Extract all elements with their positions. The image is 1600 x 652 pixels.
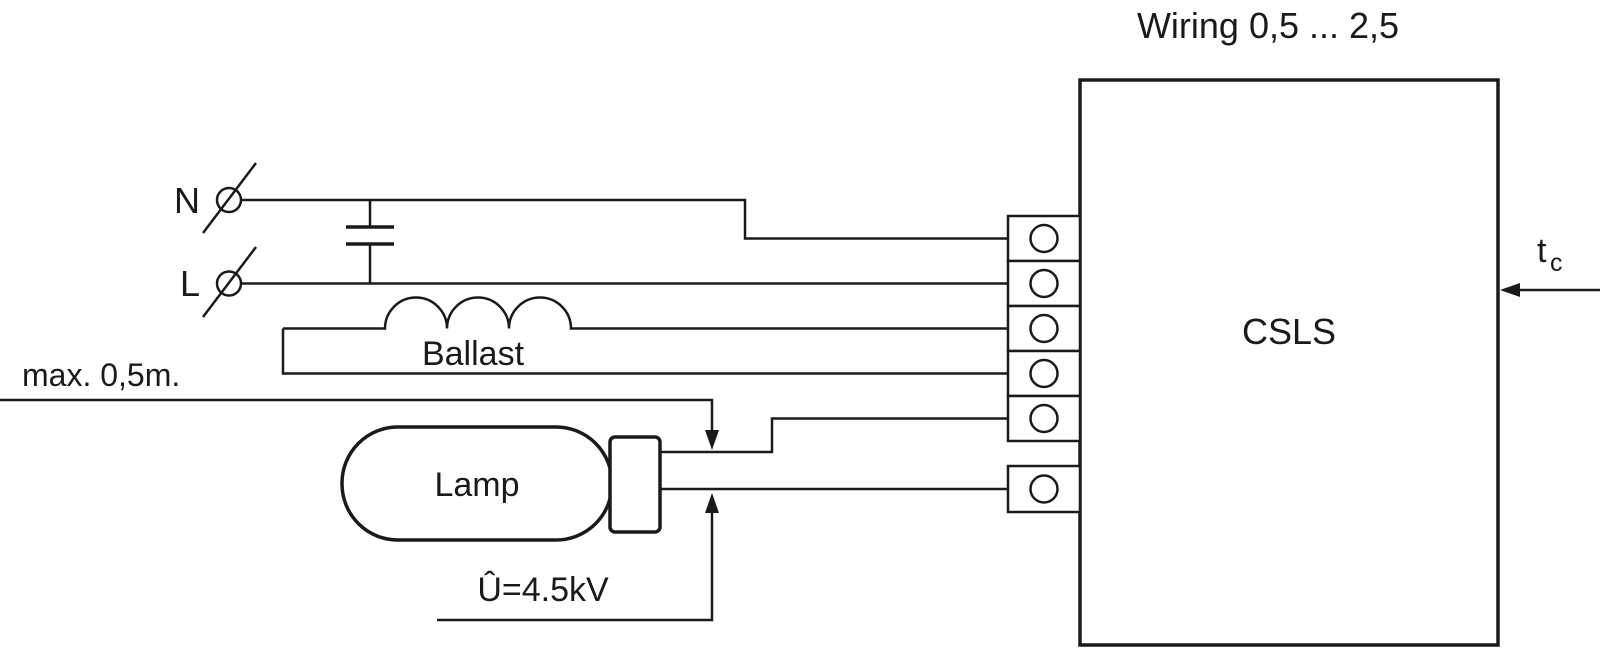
down-arrowhead-icon [705,430,719,450]
lamp-base [608,435,662,534]
case-temp-callout: t c [1500,232,1600,297]
max-lead-length-pointer [0,398,714,432]
ballast-label: Ballast [422,335,525,373]
terminal-6 [1006,464,1082,514]
terminal-2-screw-icon [1029,268,1059,299]
neutral-label: N [174,180,200,221]
csls-label: CSLS [1242,311,1336,352]
max-lead-length-label: max. 0,5m. [22,357,180,393]
switch-l-blade [202,246,257,318]
wire-ballast-return [281,328,1008,375]
terminal-1 [1006,214,1082,263]
supply-switch-n: N [174,162,257,234]
wire-ballast-coil [283,296,1008,330]
capacitor [346,200,394,284]
up-arrowhead-icon [705,493,719,513]
max-lead-length-callout: max. 0,5m. [0,357,719,450]
terminal-4-screw-icon [1029,358,1059,389]
csls-box [1078,78,1500,647]
case-temp-subscript: c [1550,249,1563,277]
case-temp-symbol: t [1537,232,1547,270]
supply-switch-l: L [180,246,257,318]
wire-lamp-top [661,417,1008,454]
terminal-block [1006,214,1082,514]
wire-neutral [241,198,1008,240]
terminal-6-screw-icon [1029,474,1059,504]
terminal-5-screw-icon [1029,403,1059,434]
ignition-voltage-label: Û=4.5kV [477,571,609,609]
csls-device: CSLS [1078,78,1500,647]
ignition-voltage-callout: Û=4.5kV [437,493,719,622]
lamp-label: Lamp [434,466,519,504]
terminal-3-screw-icon [1029,313,1059,344]
left-arrowhead-icon [1500,283,1520,297]
terminal-1-screw-icon [1029,223,1059,254]
line-label: L [180,263,200,304]
diagram-title: Wiring 0,5 ... 2,5 [1137,5,1399,46]
switch-n-blade [202,162,257,234]
lamp: Lamp [340,425,662,542]
ignition-voltage-pointer [437,512,714,622]
